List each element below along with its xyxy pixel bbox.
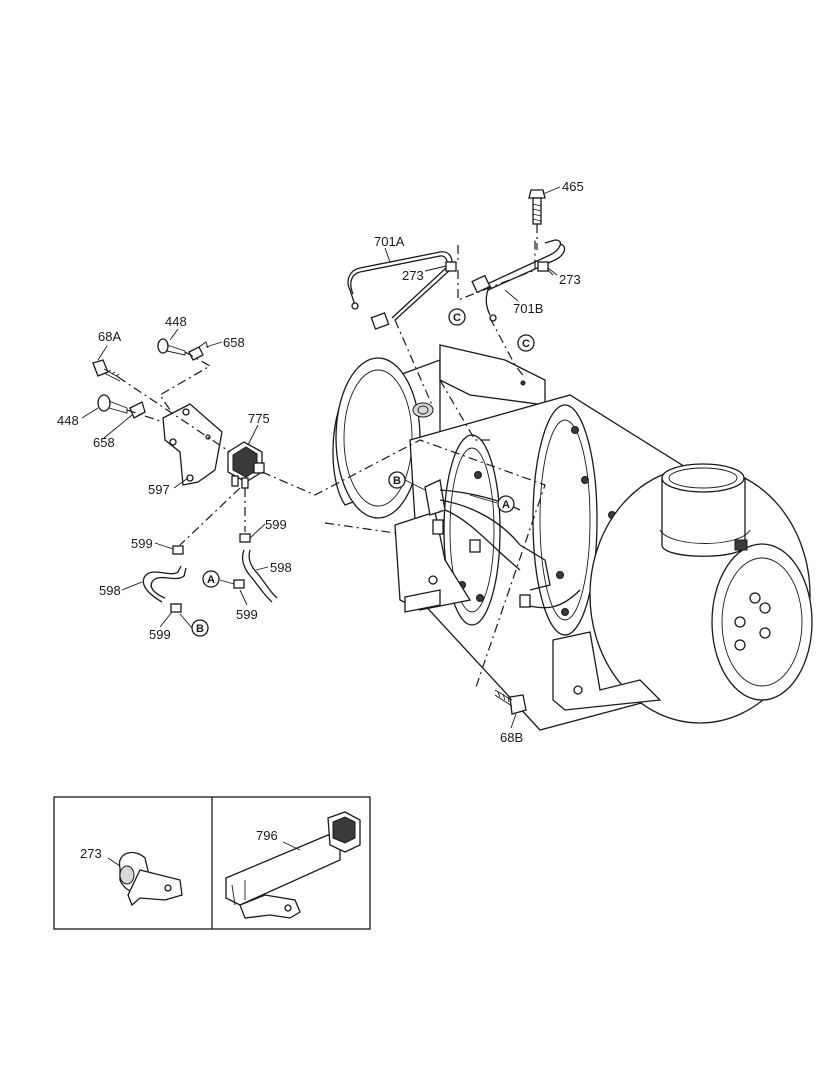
clip-273-detail: 273	[80, 846, 183, 907]
hose-598-right	[241, 549, 278, 603]
callout-448-upper: 448	[165, 314, 187, 329]
bolt-465	[528, 189, 546, 225]
callout-448-lower: 448	[57, 413, 79, 428]
ref-a-2: A	[207, 574, 215, 586]
reference-markers: C C B A A B	[191, 308, 535, 637]
callout-68a: 68A	[98, 329, 121, 344]
clip-658-lower	[129, 401, 146, 419]
inset-label-796: 796	[256, 828, 278, 843]
bolt-448-lower	[97, 394, 128, 414]
bolt-68b	[494, 689, 527, 715]
callout-labels: 465 701A 273 273 701B 68A 448 658 448 65…	[57, 179, 584, 745]
ref-c-1: C	[453, 312, 461, 324]
bracket-597	[162, 403, 223, 486]
callout-598-left: 598	[99, 583, 121, 598]
callout-701b: 701B	[513, 301, 543, 316]
ref-a-1: A	[502, 499, 510, 511]
callout-599-upper-right: 599	[265, 517, 287, 532]
callout-465: 465	[562, 179, 584, 194]
bracket-796-detail: 796	[225, 811, 361, 919]
clip-658-upper	[188, 341, 209, 361]
inset-label-273: 273	[80, 846, 102, 861]
callout-775: 775	[248, 411, 270, 426]
bolt-68a	[92, 359, 121, 382]
ref-b-2: B	[196, 623, 204, 635]
pressure-sensor-775	[227, 441, 265, 489]
tube-701a	[347, 251, 453, 330]
callout-273-right: 273	[559, 272, 581, 287]
callout-701a: 701A	[374, 234, 405, 249]
callout-599-upper-left: 599	[131, 536, 153, 551]
clamp-599-parts	[170, 533, 251, 613]
leader-lines	[81, 186, 561, 729]
callout-599-lower-left: 599	[149, 627, 171, 642]
bolt-448-upper	[157, 338, 186, 356]
assembly-centerlines	[117, 224, 546, 691]
callout-273-left: 273	[402, 268, 424, 283]
callout-68b: 68B	[500, 730, 523, 745]
callout-597: 597	[148, 482, 170, 497]
hose-598-left	[142, 565, 187, 603]
ref-c-2: C	[522, 338, 530, 350]
ref-b-1: B	[393, 475, 401, 487]
inset-detail-box: 273 796	[53, 796, 371, 930]
exhaust-filter-assembly	[324, 344, 813, 731]
callout-658-upper: 658	[223, 335, 245, 350]
callout-598-right: 598	[270, 560, 292, 575]
callout-599-lower-right: 599	[236, 607, 258, 622]
clip-273-upper	[445, 261, 549, 272]
callout-658-lower: 658	[93, 435, 115, 450]
tube-701b	[471, 239, 566, 322]
